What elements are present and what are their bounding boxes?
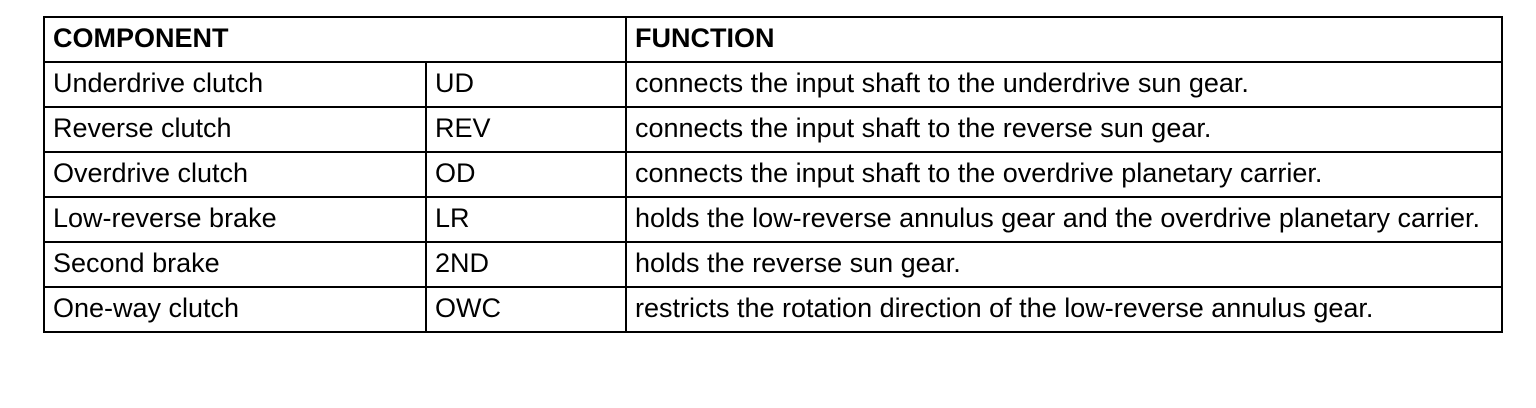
component-name: Overdrive clutch (43, 151, 427, 198)
component-function: connects the input shaft to the underdri… (625, 61, 1503, 108)
component-abbr: 2ND (425, 241, 627, 288)
header-function: FUNCTION (625, 16, 1503, 63)
table-row: Overdrive clutch OD connects the input s… (43, 151, 1503, 198)
table-header-row: COMPONENT FUNCTION (43, 16, 1503, 63)
component-function: holds the reverse sun gear. (625, 241, 1503, 288)
component-name: One-way clutch (43, 286, 427, 333)
component-function: restricts the rotation direction of the … (625, 286, 1503, 333)
table-row: One-way clutch OWC restricts the rotatio… (43, 286, 1503, 333)
component-abbr: OWC (425, 286, 627, 333)
header-component: COMPONENT (43, 16, 627, 63)
component-abbr: LR (425, 196, 627, 243)
component-name: Second brake (43, 241, 427, 288)
component-function-table: COMPONENT FUNCTION Underdrive clutch UD … (43, 16, 1503, 333)
component-function: connects the input shaft to the reverse … (625, 106, 1503, 153)
table-row: Reverse clutch REV connects the input sh… (43, 106, 1503, 153)
component-name: Low-reverse brake (43, 196, 427, 243)
table-row: Second brake 2ND holds the reverse sun g… (43, 241, 1503, 288)
component-abbr: UD (425, 61, 627, 108)
component-name: Reverse clutch (43, 106, 427, 153)
component-abbr: REV (425, 106, 627, 153)
table-row: Underdrive clutch UD connects the input … (43, 61, 1503, 108)
table-row: Low-reverse brake LR holds the low-rever… (43, 196, 1503, 243)
component-function: connects the input shaft to the overdriv… (625, 151, 1503, 198)
component-abbr: OD (425, 151, 627, 198)
component-name: Underdrive clutch (43, 61, 427, 108)
component-function: holds the low-reverse annulus gear and t… (625, 196, 1503, 243)
